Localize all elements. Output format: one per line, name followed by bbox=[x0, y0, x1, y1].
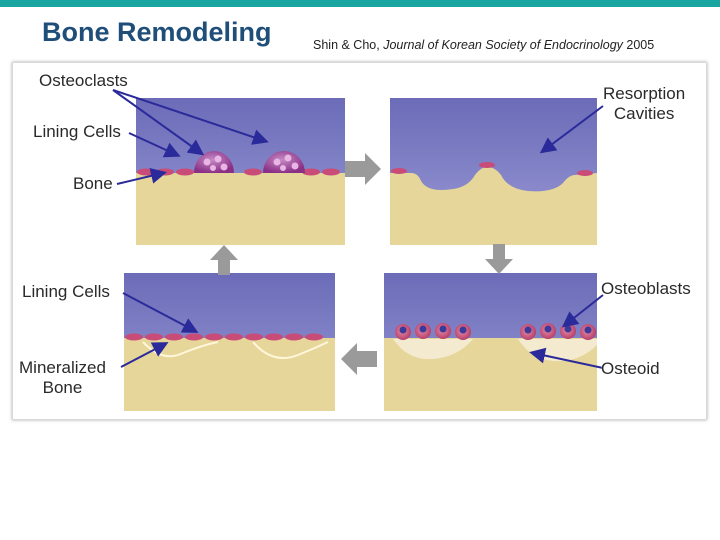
remodeling-diagram bbox=[112, 89, 604, 411]
label-osteoid: Osteoid bbox=[601, 359, 660, 378]
label-mineralized-bone: Mineralized Bone bbox=[19, 358, 106, 398]
label-osteoclasts: Osteoclasts bbox=[39, 71, 128, 90]
label-resorption-line2: Cavities bbox=[613, 104, 675, 123]
label-lining-cells-bottom: Lining Cells bbox=[22, 282, 110, 301]
citation: Shin & Cho, Journal of Korean Society of… bbox=[313, 38, 654, 52]
slide-title: Bone Remodeling bbox=[42, 17, 272, 47]
citation-journal: Journal of Korean Society of Endocrinolo… bbox=[383, 38, 623, 52]
label-mineralized-line1: Mineralized bbox=[19, 358, 106, 377]
cycle-arrows bbox=[210, 153, 513, 375]
label-osteoblasts: Osteoblasts bbox=[601, 279, 691, 298]
arrow-down-icon bbox=[485, 244, 513, 274]
panel-osteoblasts bbox=[384, 273, 597, 411]
panel-resorption bbox=[390, 98, 597, 245]
bone-remodeling-figure: Osteoclasts Lining Cells Bone Resorption… bbox=[12, 62, 707, 420]
panel-lining-cells bbox=[124, 273, 335, 411]
label-mineralized-line2: Bone bbox=[42, 378, 83, 397]
lining-cells-row bbox=[125, 333, 323, 341]
pointer-arrows bbox=[112, 89, 604, 369]
osteoclast-cell bbox=[263, 151, 305, 173]
label-resorption-cavities: Resorption Cavities bbox=[603, 84, 685, 124]
osteoclast-cell bbox=[194, 151, 234, 173]
citation-authors: Shin & Cho, bbox=[313, 38, 384, 52]
arrow-left-icon bbox=[341, 343, 377, 375]
lining-cells-row bbox=[391, 162, 593, 176]
arrow-up-icon bbox=[210, 245, 238, 275]
label-resorption-line1: Resorption bbox=[603, 84, 686, 103]
citation-year: 2005 bbox=[622, 38, 655, 52]
lining-cells-row bbox=[137, 168, 340, 176]
slide-top-bar bbox=[0, 0, 720, 7]
panel-osteoclasts bbox=[136, 98, 345, 245]
arrow-right-icon bbox=[345, 153, 381, 185]
label-bone: Bone bbox=[73, 174, 113, 193]
label-lining-cells-top: Lining Cells bbox=[33, 122, 121, 141]
